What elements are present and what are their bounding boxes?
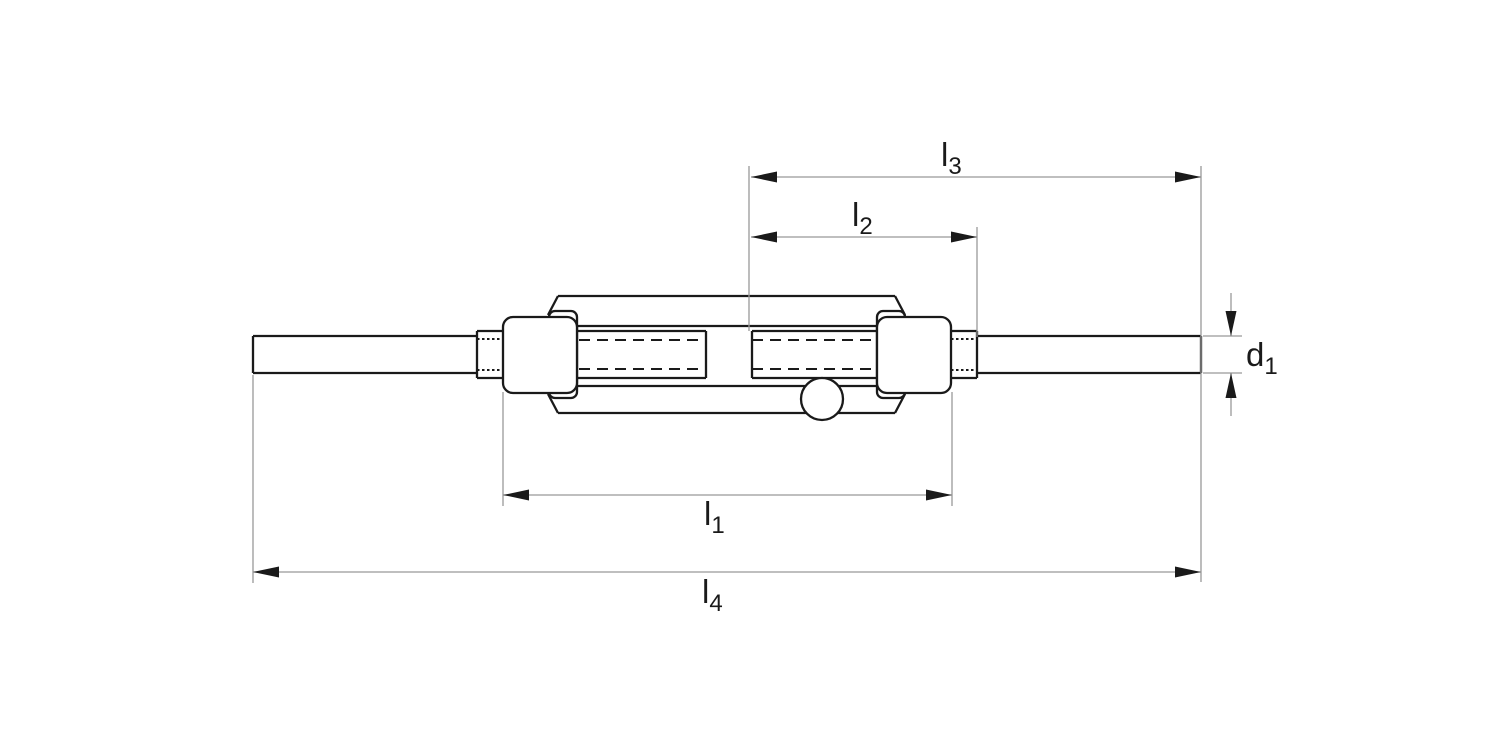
arrowhead-l1-left [503, 489, 529, 501]
extension-lines [252, 166, 1242, 583]
right-rod [977, 334, 1203, 375]
left-stub-thread-lines [477, 338, 505, 371]
arrowhead-l2-left [751, 231, 777, 243]
left-internal-thread-dashes [579, 339, 706, 370]
dimension-l2: l2 [751, 196, 977, 243]
left-boss-nut [501, 315, 579, 395]
arrowhead-l4-right [1175, 566, 1201, 578]
right-stub-thread-lines [951, 338, 977, 371]
dimension-l1: l1 [503, 489, 952, 539]
body-frame-outline [546, 294, 907, 415]
label-d1: d1 [1246, 336, 1278, 380]
label-l3: l3 [941, 136, 962, 180]
arrowhead-d1-top [1225, 311, 1237, 336]
arrowhead-l4-left [253, 566, 279, 578]
right-internal-thread-rod [750, 329, 877, 380]
left-threaded-stub [475, 329, 505, 380]
dimension-d1: d1 [1225, 293, 1278, 416]
arrowhead-l2-right [951, 231, 977, 243]
label-l1: l1 [704, 495, 725, 539]
dimension-l4: l4 [253, 566, 1201, 617]
body-hole [799, 376, 845, 422]
left-internal-thread-rod [577, 329, 708, 380]
arrowhead-l1-right [926, 489, 952, 501]
turnbuckle-part [251, 294, 1203, 422]
right-boss-nut [875, 315, 953, 395]
left-rod [251, 334, 477, 375]
label-l2: l2 [852, 196, 873, 240]
right-internal-thread-dashes [752, 339, 875, 370]
dimension-l3: l3 [751, 136, 1201, 183]
arrowhead-d1-bottom [1225, 373, 1237, 398]
label-l4: l4 [702, 573, 723, 617]
arrowhead-l3-right [1175, 171, 1201, 183]
arrowhead-l3-left [751, 171, 777, 183]
